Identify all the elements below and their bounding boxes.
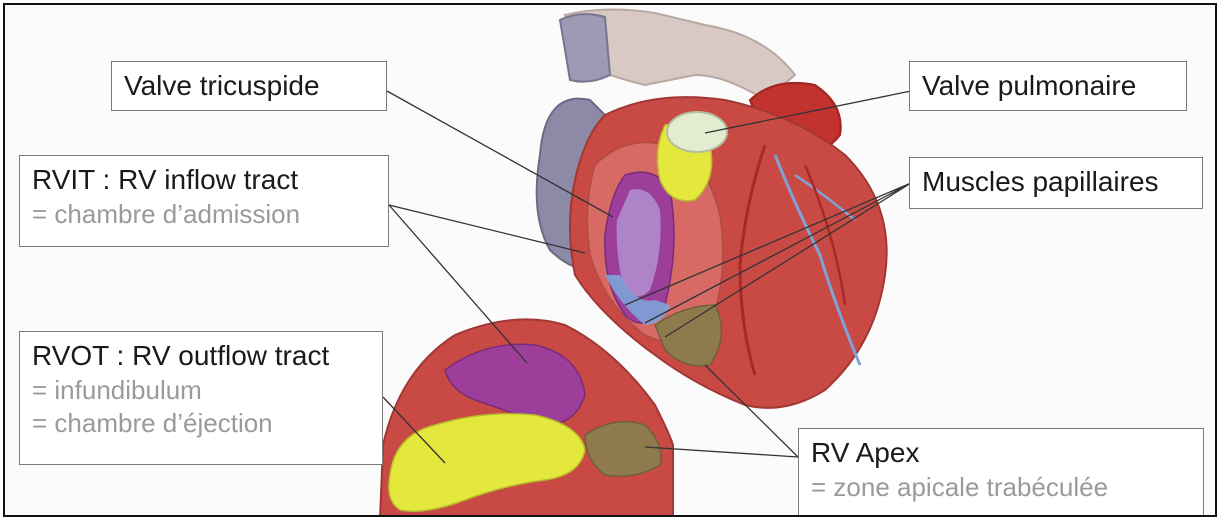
rvot-subtitle-2: = chambre d’éjection [32, 407, 370, 440]
label-valve-tricuspide: Valve tricuspide [111, 61, 387, 111]
label-muscles-papillaires: Muscles papillaires [909, 157, 1203, 209]
valve-pulmonaire-text: Valve pulmonaire [922, 68, 1174, 104]
label-rvot: RVOT : RV outflow tract = infundibulum =… [19, 331, 383, 465]
dome-olive [585, 422, 661, 477]
rvit-subtitle: = chambre d’admission [32, 198, 376, 231]
label-valve-pulmonaire: Valve pulmonaire [909, 61, 1187, 111]
valve-tricuspide-text: Valve tricuspide [124, 68, 374, 104]
pulmonary-valve-disc [667, 112, 727, 152]
superior-vena-cava [560, 14, 610, 82]
label-rvit: RVIT : RV inflow tract = chambre d’admis… [19, 155, 389, 247]
rv-apex-title: RV Apex [811, 435, 1191, 471]
rvot-title: RVOT : RV outflow tract [32, 338, 370, 374]
diagram-frame: Valve tricuspide Valve pulmonaire RVIT :… [3, 3, 1217, 517]
rvot-subtitle-1: = infundibulum [32, 374, 370, 407]
rvit-title: RVIT : RV inflow tract [32, 162, 376, 198]
label-rv-apex: RV Apex = zone apicale trabéculée [798, 428, 1204, 517]
rv-apex-subtitle: = zone apicale trabéculée [811, 471, 1191, 504]
muscles-papillaires-text: Muscles papillaires [922, 164, 1190, 200]
